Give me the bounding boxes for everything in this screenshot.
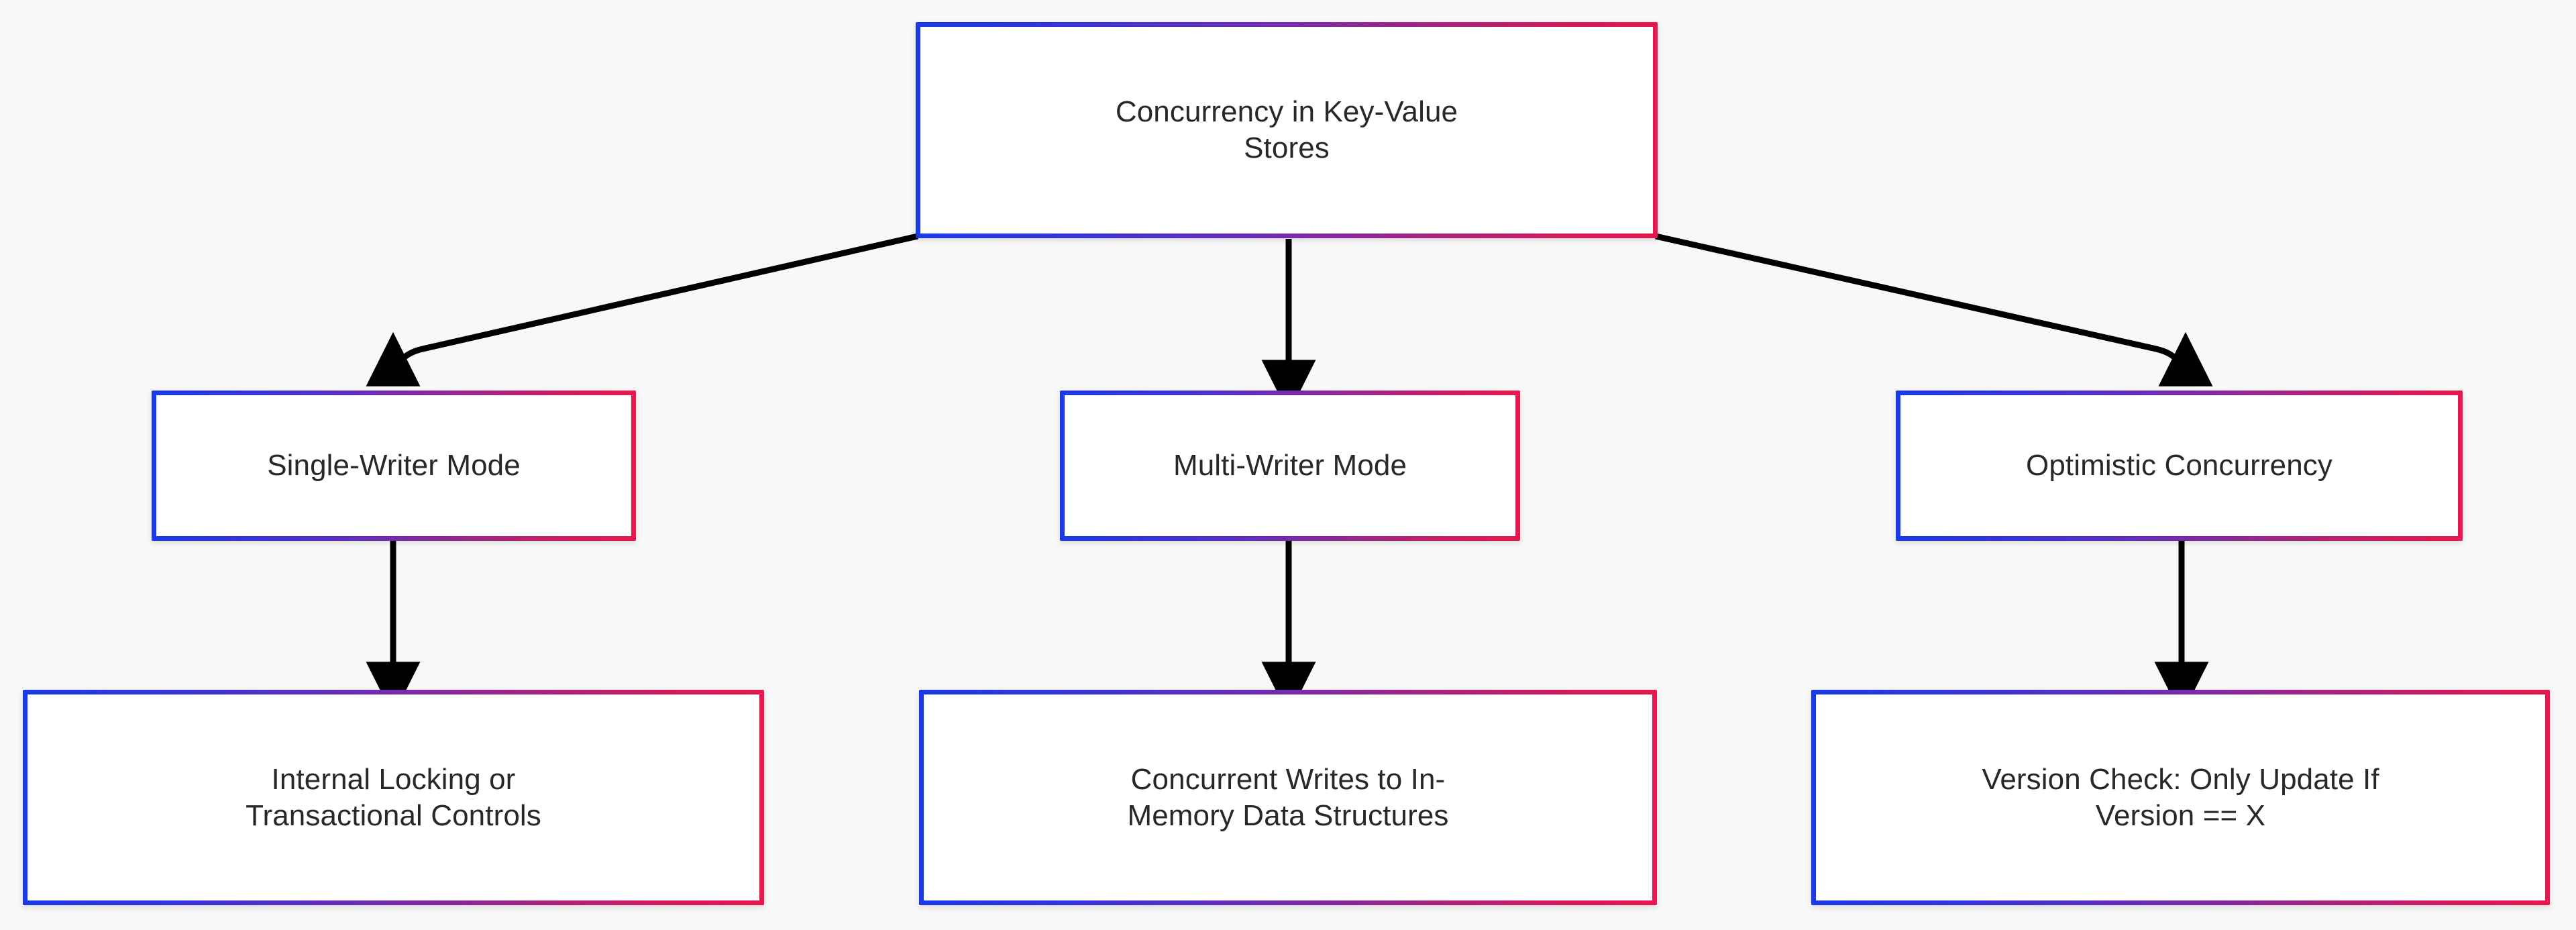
node-multi-writer-mode[interactable]: Multi-Writer Mode: [1060, 391, 1520, 541]
node-label: Multi-Writer Mode: [1173, 449, 1407, 482]
node-label: Concurrent Writes to In- Memory Data Str…: [1127, 762, 1449, 832]
edge-root-single: [366, 233, 918, 386]
node-label: Concurrency in Key-Value Stores: [1115, 95, 1458, 164]
edge-root-optimistic: [1655, 233, 2213, 386]
node-internal-locking-or-transactional-controls[interactable]: Internal Locking or Transactional Contro…: [23, 690, 764, 905]
node-optimistic-concurrency[interactable]: Optimistic Concurrency: [1896, 391, 2463, 541]
node-concurrency-in-key-value-stores[interactable]: Concurrency in Key-Value Stores: [916, 22, 1658, 238]
node-label: Internal Locking or Transactional Contro…: [246, 762, 541, 832]
node-concurrent-writes-to-in-memory-data-structures[interactable]: Concurrent Writes to In- Memory Data Str…: [919, 690, 1657, 905]
node-label: Single-Writer Mode: [267, 449, 521, 482]
node-single-writer-mode[interactable]: Single-Writer Mode: [152, 391, 636, 541]
node-label: Optimistic Concurrency: [2026, 449, 2332, 482]
node-version-check-only-update-if-version-equals-x[interactable]: Version Check: Only Update If Version ==…: [1811, 690, 2550, 905]
node-label: Version Check: Only Update If Version ==…: [1982, 762, 2379, 832]
